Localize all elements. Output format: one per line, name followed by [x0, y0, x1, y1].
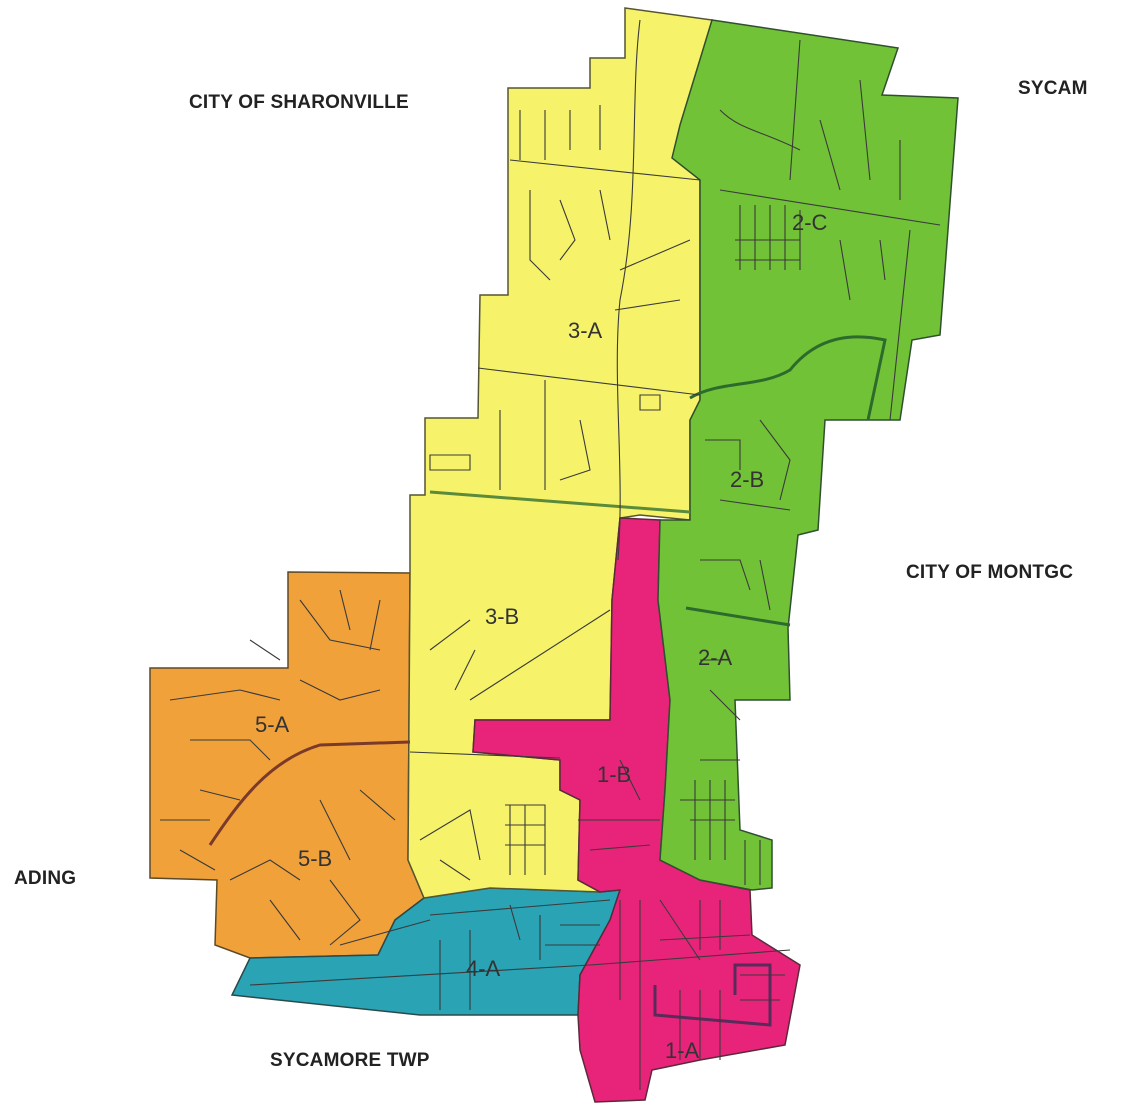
ward-label-4a: 4-A [466, 956, 501, 981]
ward-label-5a: 5-A [255, 712, 290, 737]
ward-label-1b: 1-B [597, 762, 631, 787]
ward-2-region [657, 19, 959, 891]
ward-label-2a: 2-A [698, 645, 733, 670]
ward-2-internal-boundary-b [685, 606, 791, 627]
ward-label-3a: 3-A [568, 318, 603, 343]
label-city-of-sharonville: CITY OF SHARONVILLE [189, 92, 409, 113]
ward-labels: 3-A 3-B 2-C 2-B 2-A 1-B 1-A 4-A 5-A 5-B [255, 210, 828, 1063]
ward-5-region [149, 571, 425, 959]
ward-label-5b: 5-B [298, 846, 332, 871]
ward-1-internal-boundary [653, 963, 772, 1027]
ward-label-2c: 2-C [792, 210, 828, 235]
ward-5-internal-boundary [208, 740, 411, 846]
ward-label-2b: 2-B [730, 467, 764, 492]
label-sycamore-township: SYCAMORE TWP [270, 1050, 430, 1071]
road-network [160, 19, 941, 1090]
ward-label-1a: 1-A [665, 1038, 700, 1063]
ward-2-internal-boundary-a [689, 335, 887, 421]
label-reading: ADING [14, 868, 77, 889]
label-sycamore-northeast: SYCAM [1018, 78, 1088, 99]
ward-3-internal-boundary [429, 490, 691, 514]
label-city-of-montgomery: CITY OF MONTGC [906, 562, 1074, 583]
ward-label-3b: 3-B [485, 604, 519, 629]
